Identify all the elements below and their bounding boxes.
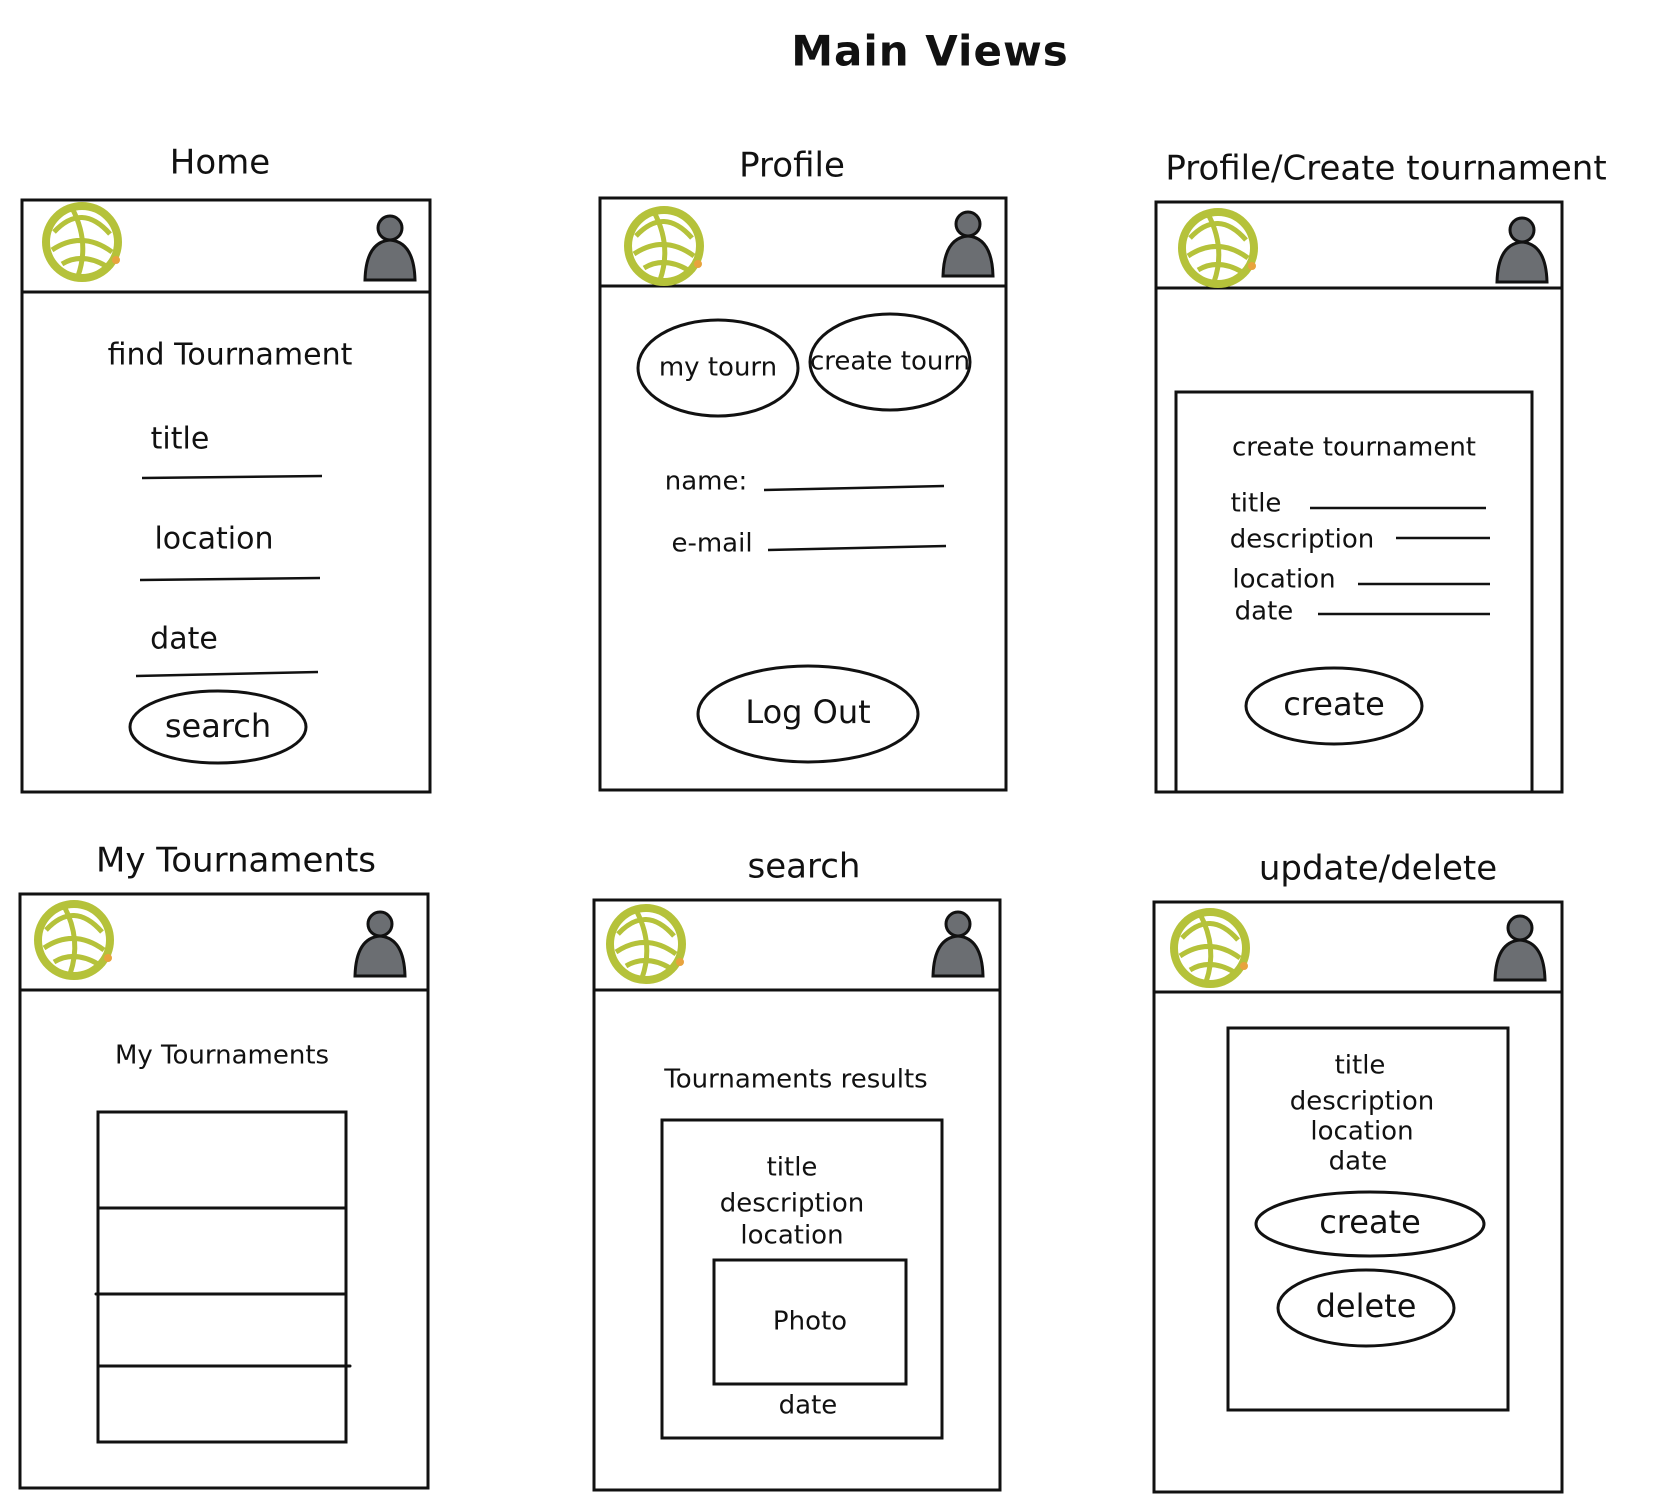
result-title: title xyxy=(767,1153,818,1183)
result-card-frame xyxy=(660,1118,944,1440)
result-photo-label: Photo xyxy=(773,1307,847,1337)
create-submit-button[interactable]: create xyxy=(1244,666,1424,746)
profile-frame xyxy=(598,196,1008,792)
search-frame xyxy=(592,898,1002,1492)
create-field-location-label: location xyxy=(1232,565,1335,595)
logo-icon[interactable] xyxy=(1174,912,1248,984)
logo-icon[interactable] xyxy=(46,206,120,278)
profile-email-field[interactable] xyxy=(767,544,947,552)
list-item[interactable] xyxy=(98,1366,346,1442)
delete-outline xyxy=(1276,1268,1456,1348)
home-field-location-label: location xyxy=(154,522,273,557)
result-photo xyxy=(712,1258,908,1386)
update-create-outline xyxy=(1254,1190,1486,1258)
home-field-title-label: title xyxy=(151,422,210,457)
screen-my-tournaments: My Tournaments My Tournaments xyxy=(18,841,430,1490)
tournament-list xyxy=(94,1110,352,1444)
result-location: location xyxy=(740,1221,843,1251)
screen-home: Home find Tournament title location date… xyxy=(20,143,432,794)
create-submit-label: create xyxy=(1283,685,1385,723)
delete-label: delete xyxy=(1316,1287,1417,1325)
list-item[interactable] xyxy=(98,1294,346,1366)
update-create-button[interactable]: create xyxy=(1254,1190,1486,1258)
update-field-description: description xyxy=(1290,1087,1435,1117)
create-field-description-label: description xyxy=(1230,525,1375,555)
search-button-outline xyxy=(128,689,308,765)
update-create-label: create xyxy=(1319,1203,1421,1241)
screen-update-delete: update/delete title description location… xyxy=(1152,849,1564,1494)
profile-name-label: name: xyxy=(665,467,748,497)
delete-button[interactable]: delete xyxy=(1276,1268,1456,1348)
search-button-label: search xyxy=(165,707,271,745)
search-results-heading: Tournaments results xyxy=(663,1065,927,1095)
logout-button[interactable]: Log Out xyxy=(696,664,920,764)
user-avatar-icon[interactable] xyxy=(353,910,407,978)
logo-icon[interactable] xyxy=(1182,212,1256,284)
screen-title-search: search xyxy=(748,847,861,887)
create-tourn-label: create tourn xyxy=(810,347,970,377)
tournament-list-frame xyxy=(96,1110,348,1444)
home-frame xyxy=(20,198,432,794)
result-card[interactable]: title description location Photo date xyxy=(660,1118,944,1440)
logo-icon[interactable] xyxy=(38,904,112,976)
profile-name-field[interactable] xyxy=(763,484,945,492)
screen-title-home: Home xyxy=(170,143,270,183)
user-avatar-icon[interactable] xyxy=(363,214,417,282)
mytournaments-frame xyxy=(18,892,430,1490)
create-field-date-label: date xyxy=(1235,597,1294,627)
home-field-location-input[interactable] xyxy=(139,576,321,582)
update-field-date: date xyxy=(1329,1147,1388,1177)
create-tourn-outline xyxy=(808,312,972,412)
screen-create-tournament: Profile/Create tournament create tournam… xyxy=(1154,149,1607,794)
my-tourn-button[interactable]: my tourn xyxy=(636,318,800,418)
screen-title-profile: Profile xyxy=(739,146,845,186)
home-heading: find Tournament xyxy=(108,338,353,373)
create-form-heading: create tournament xyxy=(1232,433,1476,463)
home-search-button[interactable]: search xyxy=(128,689,308,765)
create-tourn-button[interactable]: create tourn xyxy=(808,312,972,412)
mytournaments-heading: My Tournaments xyxy=(115,1041,329,1071)
update-frame xyxy=(1152,900,1564,1494)
user-avatar-icon[interactable] xyxy=(941,210,995,278)
screen-profile: Profile my tourn create tourn name: e-ma… xyxy=(598,146,1008,792)
user-avatar-icon[interactable] xyxy=(931,910,985,978)
create-field-title-label: title xyxy=(1231,489,1282,519)
my-tourn-outline xyxy=(636,318,800,418)
list-item[interactable] xyxy=(98,1112,346,1208)
update-form-panel xyxy=(1226,1026,1510,1412)
logo-icon[interactable] xyxy=(628,210,702,282)
screen-search: search Tournaments results title descrip… xyxy=(592,847,1002,1492)
logo-icon[interactable] xyxy=(610,908,684,980)
create-form-panel xyxy=(1174,390,1534,794)
screen-title-create: Profile/Create tournament xyxy=(1165,149,1606,189)
user-avatar-icon[interactable] xyxy=(1495,216,1549,284)
create-submit-outline xyxy=(1244,666,1424,746)
user-avatar-icon[interactable] xyxy=(1493,914,1547,982)
screen-title-mytournaments: My Tournaments xyxy=(96,841,376,881)
home-field-title-input[interactable] xyxy=(141,474,323,480)
result-description: description xyxy=(720,1189,865,1219)
result-date: date xyxy=(779,1391,838,1421)
logout-outline xyxy=(696,664,920,764)
my-tourn-label: my tourn xyxy=(659,353,777,383)
screen-title-update: update/delete xyxy=(1259,849,1497,889)
update-field-title: title xyxy=(1335,1051,1386,1081)
list-item[interactable] xyxy=(98,1208,346,1294)
profile-email-label: e-mail xyxy=(671,529,752,559)
logout-label: Log Out xyxy=(745,693,870,731)
update-field-location: location xyxy=(1310,1117,1413,1147)
home-field-date-label: date xyxy=(150,622,218,657)
page-title: Main Views xyxy=(791,27,1069,76)
home-field-date-input[interactable] xyxy=(135,670,319,678)
